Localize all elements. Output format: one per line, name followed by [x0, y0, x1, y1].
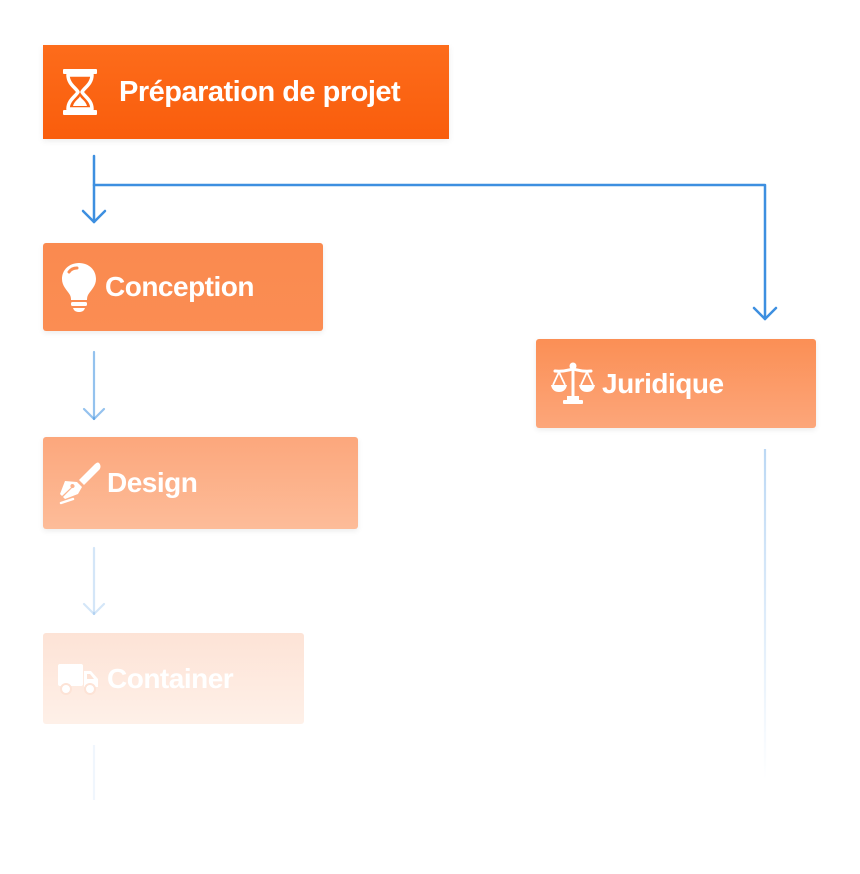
lightbulb-icon	[59, 261, 99, 313]
step-preparation-de-projet[interactable]: Préparation de projet	[43, 45, 449, 139]
step-label: Juridique	[602, 367, 724, 399]
step-label: Préparation de projet	[119, 75, 401, 108]
step-container[interactable]: Container	[43, 633, 304, 724]
arrow-design-container	[82, 546, 106, 616]
arrow-conception-design	[82, 350, 106, 421]
step-design[interactable]: Design	[43, 437, 358, 529]
step-label: Design	[107, 467, 198, 498]
truck-icon	[57, 661, 99, 697]
hourglass-icon	[61, 68, 99, 116]
balance-scale-icon	[550, 361, 596, 407]
branch-connector	[81, 154, 778, 321]
step-juridique[interactable]: Juridique	[536, 339, 816, 428]
step-conception[interactable]: Conception	[43, 243, 323, 331]
step-label: Conception	[105, 271, 255, 302]
step-label: Container	[107, 662, 234, 694]
pen-nib-icon	[59, 461, 103, 505]
